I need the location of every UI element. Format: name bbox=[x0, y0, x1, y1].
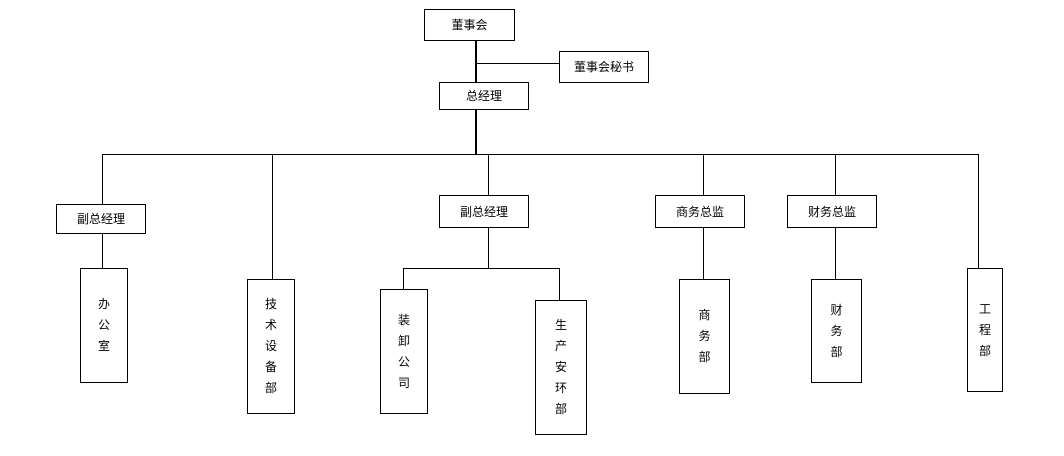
connector-line-trunk-to-secretary bbox=[475, 63, 559, 64]
org-node-finance-dept: 财 务 部 bbox=[811, 279, 862, 383]
org-node-technical-equipment-dept: 技 术 设 备 部 bbox=[247, 279, 295, 414]
org-node-label: 副总经理 bbox=[459, 204, 508, 219]
org-node-general-manager: 总经理 bbox=[439, 82, 529, 110]
connector-line-deputy-gm-1-to-office bbox=[102, 234, 103, 268]
org-node-business-director: 商务总监 bbox=[655, 195, 745, 228]
org-node-deputy-general-manager-2: 副总经理 bbox=[439, 195, 529, 228]
connector-line-drop-to-production-safety bbox=[559, 268, 560, 300]
connector-line-drop-to-finance-director bbox=[835, 154, 836, 195]
org-node-label: 董事会 bbox=[451, 18, 488, 32]
org-node-label: 商务总监 bbox=[675, 204, 724, 219]
org-node-label: 生 产 安 环 部 bbox=[554, 318, 567, 416]
org-node-label: 财 务 部 bbox=[830, 302, 843, 359]
org-node-label: 商 务 部 bbox=[698, 308, 711, 364]
org-node-label: 办 公 室 bbox=[97, 297, 110, 353]
org-node-loading-unloading-company: 装 卸 公 司 bbox=[380, 289, 428, 414]
connector-line-gm-to-main-line bbox=[475, 110, 477, 154]
org-node-office: 办 公 室 bbox=[80, 268, 128, 383]
org-node-engineering-dept: 工 程 部 bbox=[967, 268, 1003, 392]
org-node-label: 技 术 设 备 部 bbox=[264, 297, 277, 395]
connector-line-business-director-to-dept bbox=[703, 228, 704, 279]
org-node-board-of-directors: 董事会 bbox=[424, 9, 515, 41]
org-node-business-dept: 商 务 部 bbox=[679, 279, 730, 394]
connector-line-drop-to-deputy-gm-1 bbox=[102, 154, 103, 204]
org-node-deputy-general-manager-1: 副总经理 bbox=[56, 204, 146, 234]
connector-line-finance-director-to-dept bbox=[835, 228, 836, 279]
org-node-board-secretary: 董事会秘书 bbox=[559, 51, 649, 83]
org-node-label: 董事会秘书 bbox=[573, 60, 634, 74]
connector-line-drop-to-business-director bbox=[703, 154, 704, 195]
connector-line-main-distribution-line bbox=[102, 154, 978, 155]
org-node-label: 总经理 bbox=[465, 89, 502, 103]
connector-line-sub-distribution-line bbox=[403, 268, 559, 269]
org-node-finance-director: 财务总监 bbox=[787, 195, 877, 228]
connector-line-drop-to-deputy-gm-2 bbox=[488, 154, 489, 195]
connector-line-drop-to-loading-company bbox=[403, 268, 404, 289]
connector-line-drop-to-technical-equipment bbox=[272, 154, 273, 279]
connector-line-deputy-gm-2-to-sub-line bbox=[488, 228, 489, 268]
org-node-label: 副总经理 bbox=[76, 212, 125, 226]
org-node-label: 工 程 部 bbox=[978, 301, 991, 358]
connector-line-board-to-gm-trunk bbox=[475, 41, 477, 82]
connector-line-drop-to-engineering-dept bbox=[978, 154, 979, 268]
org-node-label: 装 卸 公 司 bbox=[397, 312, 410, 390]
org-node-production-safety-env-dept: 生 产 安 环 部 bbox=[535, 300, 587, 435]
org-node-label: 财务总监 bbox=[807, 204, 856, 219]
